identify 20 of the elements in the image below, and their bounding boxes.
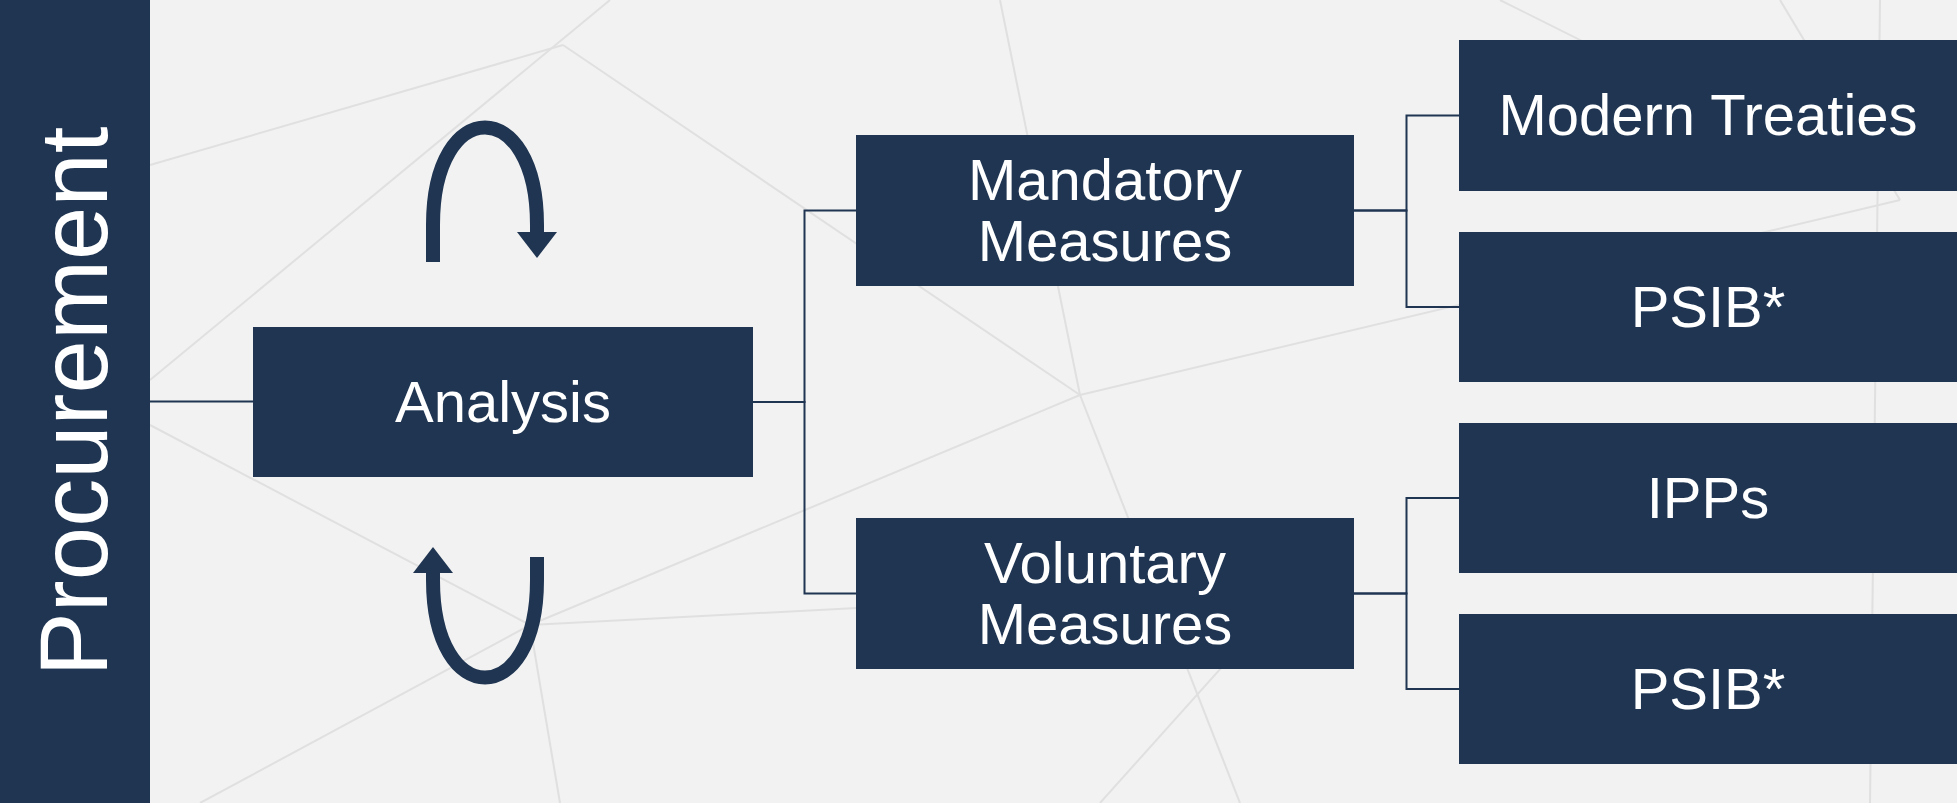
box-label: Mandatory Measures xyxy=(967,149,1243,272)
process-box xyxy=(856,518,1354,669)
box-label: Modern Treaties xyxy=(1497,85,1919,146)
box-label: IPPs xyxy=(1645,467,1771,529)
process-box xyxy=(1459,423,1957,573)
connector-line xyxy=(1353,209,1460,308)
connector-line xyxy=(149,400,254,403)
connector-line xyxy=(1353,592,1460,690)
process-box xyxy=(253,327,753,477)
title-band xyxy=(0,0,150,803)
process-box xyxy=(856,135,1354,286)
title-text: Procurement xyxy=(24,125,126,679)
box-label: PSIB* xyxy=(1629,658,1787,720)
box-label: Voluntary Measures xyxy=(976,532,1234,655)
connector-line xyxy=(752,401,857,595)
process-box xyxy=(1459,40,1957,191)
box-label: PSIB* xyxy=(1629,276,1787,338)
box-label: Analysis xyxy=(394,371,612,433)
process-box xyxy=(1459,232,1957,382)
process-box xyxy=(1459,614,1957,764)
